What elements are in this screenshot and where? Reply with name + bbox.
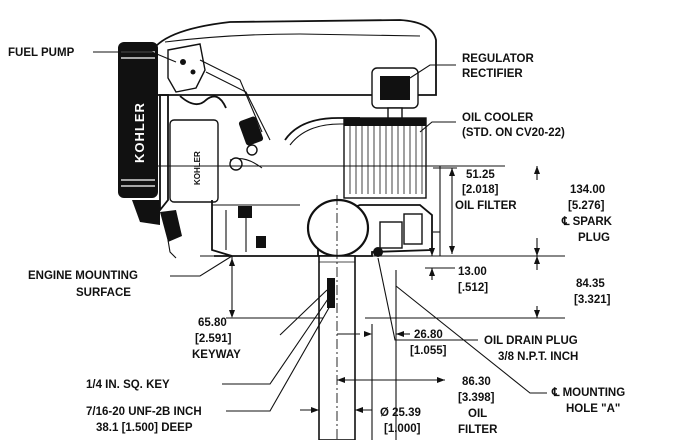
fuel-pump (167, 43, 206, 93)
label-keyway-dim: 65.80 (198, 317, 227, 329)
blower-housing (149, 19, 437, 96)
crankcase (211, 200, 433, 257)
label-filter-dim-inch: [3.398] (458, 392, 495, 404)
label-regulator: REGULATOR (462, 53, 534, 65)
label-dim-26: 26.80 (414, 329, 443, 341)
oil-cooler (343, 117, 427, 199)
label-dim-84-inch: [3.321] (574, 294, 611, 306)
label-engine-mount-2: SURFACE (76, 287, 131, 299)
label-oil-drain-thread: 3/8 N.P.T. INCH (498, 351, 578, 363)
label-oil-cooler: OIL COOLER (462, 112, 534, 124)
label-thread: 7/16-20 UNF-2B INCH (86, 406, 202, 418)
label-oil-drain-plug: OIL DRAIN PLUG (484, 335, 578, 347)
label-keyway: KEYWAY (192, 349, 241, 361)
label-dim-13-inch: [.512] (458, 282, 488, 294)
label-mounting-hole: ℄ MOUNTING (551, 386, 625, 399)
label-dim-84: 84.35 (576, 278, 605, 290)
valve-cover-left (118, 42, 158, 198)
label-dim-26-inch: [1.055] (410, 345, 447, 357)
brand-logo-text: KOHLER (132, 102, 147, 163)
oil-filter (306, 198, 370, 258)
label-thread-depth: 38.1 [1.500] DEEP (96, 422, 193, 434)
label-fuel-pump: FUEL PUMP (8, 47, 75, 59)
label-spark-dim: 134.00 (570, 184, 605, 196)
label-mounting-hole-2: HOLE "A" (566, 403, 620, 415)
leader-lines (93, 51, 547, 412)
label-oil-filter-dim-inch: [2.018] (462, 184, 499, 196)
label-keyway-dim-inch: [2.591] (195, 333, 232, 345)
label-sq-key: 1/4 IN. SQ. KEY (86, 379, 170, 391)
dimension-arrows (226, 166, 540, 413)
label-filter-dim-name-2: FILTER (458, 424, 498, 436)
label-oil-cooler-note: (STD. ON CV20-22) (462, 127, 565, 139)
brand-logo-text-2: KOHLER (193, 151, 202, 185)
label-oil-filter-dim: 51.25 (466, 169, 495, 181)
label-rectifier: RECTIFIER (462, 68, 523, 80)
keyway (327, 278, 335, 308)
air-cleaner-base (169, 119, 219, 203)
label-filter-dim: 86.30 (462, 376, 491, 388)
label-engine-mount: ENGINE MOUNTING (28, 270, 138, 282)
governor-lever (229, 157, 243, 171)
label-spark-dim-inch: [5.276] (568, 200, 605, 212)
label-filter-dim-name: OIL (468, 408, 487, 420)
label-dim-13: 13.00 (458, 266, 487, 278)
reference-lines (150, 165, 565, 440)
label-shaft-diameter-inch: [1.000] (384, 423, 421, 435)
label-spark-dim-name-2: PLUG (578, 232, 610, 244)
label-shaft-diameter: Ø 25.39 (380, 407, 421, 419)
engine-illustration: KOHLER KOHLER (118, 19, 437, 440)
labels: FUEL PUMP REGULATOR RECTIFIER OIL COOLER… (8, 47, 625, 436)
label-oil-filter-dim-name: OIL FILTER (455, 200, 517, 212)
label-spark-dim-name: ℄ SPARK (561, 215, 613, 228)
oil-drain-plug (373, 247, 383, 257)
